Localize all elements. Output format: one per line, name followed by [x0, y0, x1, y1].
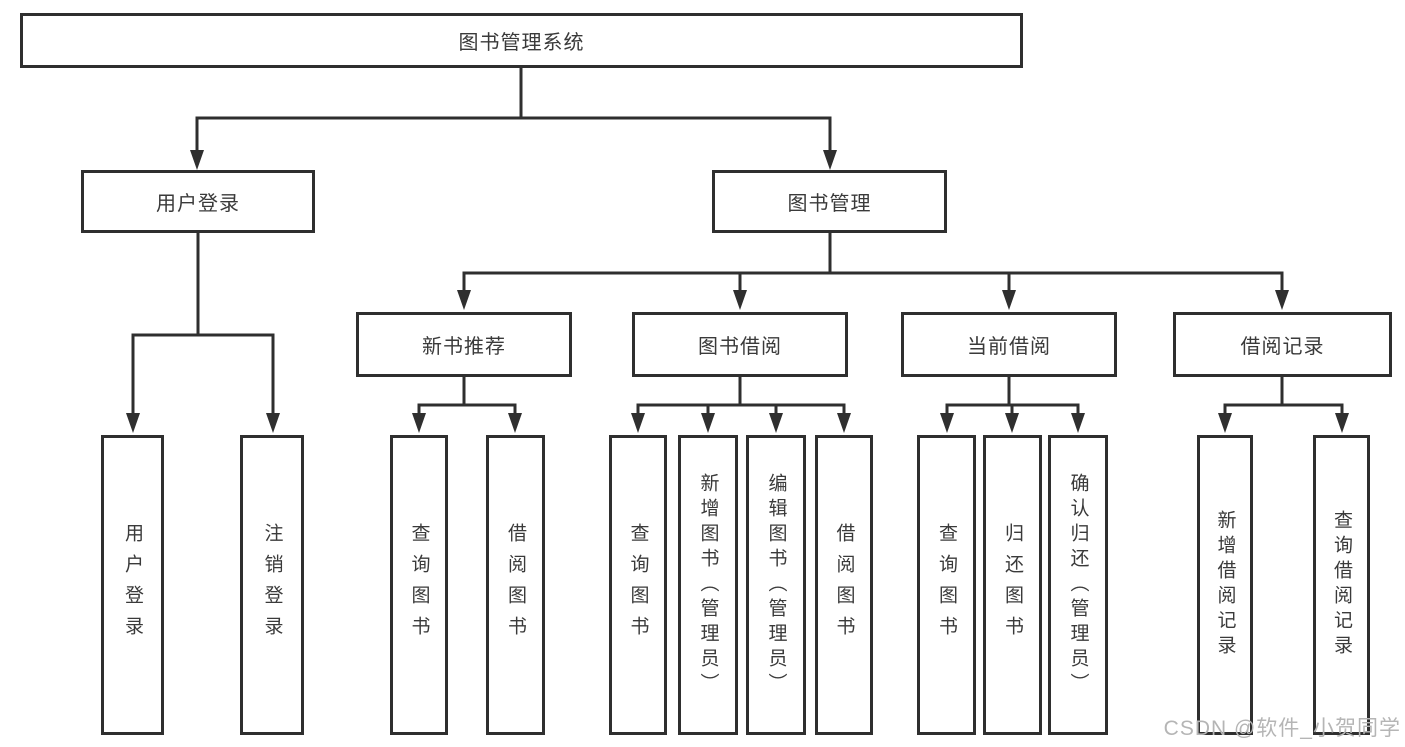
leaf-edit-books-admin: 编辑图书（管理员）	[746, 435, 806, 735]
arrow-icon	[1071, 413, 1085, 433]
leaf-add-borrow-record: 新增借阅记录	[1197, 435, 1253, 735]
leaf-label: 借阅图书	[505, 523, 526, 647]
leaf-label: 用户登录	[122, 523, 143, 647]
node-label: 当前借阅	[967, 336, 1051, 358]
leaf-user-login: 用户登录	[101, 435, 164, 735]
leaf-confirm-return-admin: 确认归还（管理员）	[1048, 435, 1108, 735]
leaf-label: 编辑图书（管理员）	[765, 472, 787, 698]
node-book-borrowing: 图书借阅	[632, 312, 848, 377]
leaf-label: 确认归还（管理员）	[1067, 472, 1089, 698]
leaf-label: 查询图书	[408, 523, 430, 647]
leaf-query-books-recommend: 查询图书	[390, 435, 448, 735]
node-book-management: 图书管理	[712, 170, 947, 233]
connector-newbook-to-leaves	[417, 377, 517, 415]
arrow-icon	[1005, 413, 1019, 433]
node-label: 图书管理系统	[458, 32, 585, 54]
leaf-borrow-books: 借阅图书	[815, 435, 873, 735]
arrow-icon	[940, 413, 954, 433]
connector-borrow-to-leaves	[636, 377, 846, 415]
arrow-icon	[837, 413, 851, 433]
arrow-icon	[733, 290, 747, 310]
connector-records-to-leaves	[1223, 377, 1344, 415]
arrow-icon	[266, 413, 280, 433]
leaf-label: 借阅图书	[833, 523, 855, 647]
arrow-icon	[1335, 413, 1349, 433]
arrow-icon	[1218, 413, 1232, 433]
leaf-query-borrow-record: 查询借阅记录	[1313, 435, 1370, 735]
leaf-label: 新增借阅记录	[1214, 510, 1236, 660]
leaf-label: 查询图书	[936, 523, 957, 647]
arrow-icon	[457, 290, 471, 310]
arrow-icon	[1002, 290, 1016, 310]
arrow-icon	[190, 150, 204, 170]
arrow-icon	[412, 413, 426, 433]
arrow-icon	[508, 413, 522, 433]
node-user-login: 用户登录	[81, 170, 315, 233]
leaf-borrow-books-recommend: 借阅图书	[486, 435, 545, 735]
arrow-icon	[126, 413, 140, 433]
leaf-query-books-borrow: 查询图书	[609, 435, 667, 735]
leaf-label: 查询图书	[627, 523, 649, 647]
leaf-label: 新增图书（管理员）	[697, 472, 719, 698]
arrow-icon	[631, 413, 645, 433]
node-label: 图书借阅	[698, 336, 782, 358]
leaf-return-books: 归还图书	[983, 435, 1042, 735]
node-new-book-recommendation: 新书推荐	[356, 312, 572, 377]
leaf-add-books-admin: 新增图书（管理员）	[678, 435, 738, 735]
arrow-icon	[823, 150, 837, 170]
leaf-label: 归还图书	[1002, 523, 1023, 647]
leaf-query-books-current: 查询图书	[917, 435, 976, 735]
connector-root-to-level2	[195, 68, 832, 152]
node-library-management-system: 图书管理系统	[20, 13, 1023, 68]
node-borrowing-records: 借阅记录	[1173, 312, 1392, 377]
leaf-label: 注销登录	[261, 523, 283, 647]
node-label: 借阅记录	[1240, 336, 1325, 358]
connector-login-to-leaves	[131, 233, 275, 415]
leaf-logout: 注销登录	[240, 435, 304, 735]
node-current-borrowing: 当前借阅	[901, 312, 1117, 377]
leaf-label: 查询借阅记录	[1331, 510, 1352, 660]
node-label: 用户登录	[156, 193, 240, 215]
arrow-icon	[1275, 290, 1289, 310]
node-label: 新书推荐	[422, 336, 506, 358]
connector-current-to-leaves	[945, 377, 1080, 415]
arrow-icon	[769, 413, 783, 433]
connector-management-to-level3	[462, 233, 1284, 292]
arrow-icon	[701, 413, 715, 433]
node-label: 图书管理	[787, 193, 872, 215]
